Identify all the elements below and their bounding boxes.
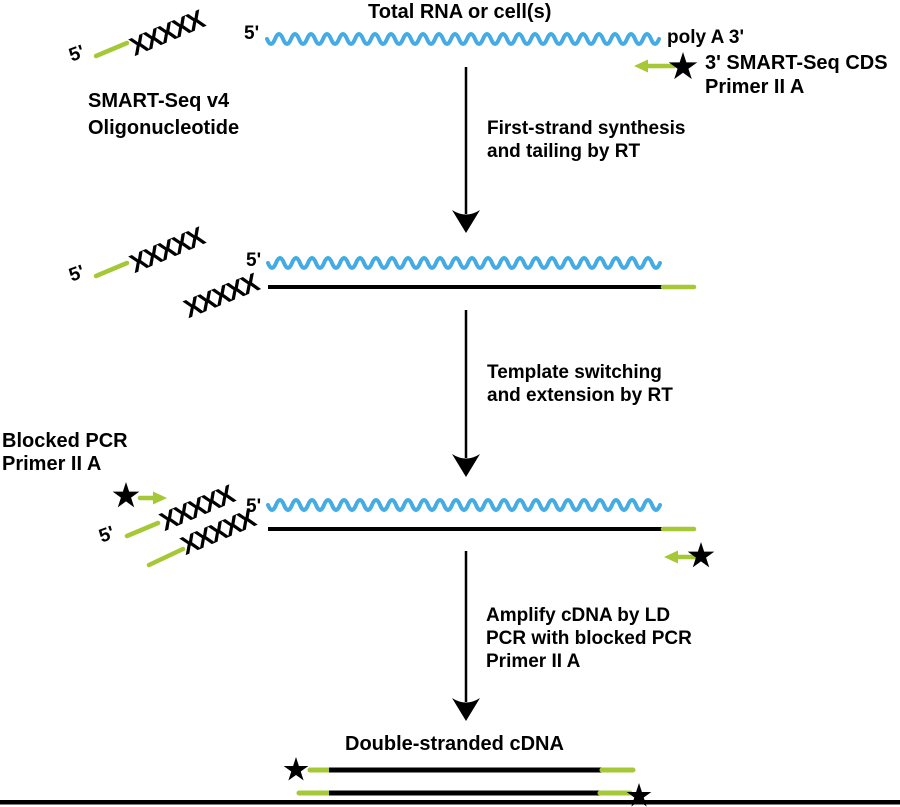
step-label-template-switch: Template switching and extension by RT bbox=[487, 361, 673, 407]
step1-line1: First-strand synthesis bbox=[487, 118, 686, 139]
cds-primer-label-line2: Primer II A bbox=[705, 76, 805, 98]
result-label: Double-stranded cDNA bbox=[345, 733, 564, 755]
total-rna-title: Total RNA or cell(s) bbox=[368, 1, 552, 23]
rna-strand-wave-stage3 bbox=[266, 498, 662, 512]
smart-oligo-label-line2: Oligonucleotide bbox=[88, 117, 240, 139]
down-arrow-step3-icon bbox=[452, 551, 480, 721]
cds-primer-arrow-icon bbox=[634, 59, 677, 73]
smart-oligo-label: SMART-Seq v4 Oligonucleotide bbox=[88, 88, 239, 142]
oligo-green-segment-stage1 bbox=[93, 40, 130, 59]
poly-a-label: poly A 3' bbox=[667, 27, 745, 48]
step2-line1: Template switching bbox=[487, 362, 662, 383]
oligo-green-segment-stage2 bbox=[93, 260, 130, 279]
cds-primer-label: 3' SMART-Seq CDS Primer II A bbox=[705, 51, 888, 99]
step2-line2: and extension by RT bbox=[487, 385, 673, 406]
step3-line1: Amplify cDNA by LD bbox=[486, 605, 671, 626]
rna-strand-wave bbox=[265, 32, 661, 46]
blocked-primer-arrow-icon bbox=[137, 491, 167, 505]
blocked-primer-label: Blocked PCR Primer II A bbox=[2, 430, 128, 476]
step-label-amplify: Amplify cDNA by LD PCR with blocked PCR … bbox=[486, 604, 692, 673]
cds-primer-label-line1: 3' SMART-Seq CDS bbox=[705, 52, 888, 74]
oligo-green-segment-stage3 bbox=[124, 520, 161, 539]
right-primer-arrow-icon bbox=[664, 550, 701, 564]
right-primer-star-icon bbox=[687, 542, 715, 568]
ds-cdna-top-star-icon bbox=[283, 757, 309, 781]
step3-line3: Primer II A bbox=[486, 651, 581, 672]
five-prime-label-stage1: 5' bbox=[244, 23, 260, 44]
rna-strand-wave-stage2 bbox=[266, 256, 662, 270]
blocked-primer-star-icon bbox=[112, 482, 140, 508]
five-prime-label-stage3-rna: 5' bbox=[246, 496, 262, 517]
five-prime-label-stage2: 5' bbox=[246, 250, 262, 271]
smart-oligo-label-line1: SMART-Seq v4 bbox=[88, 90, 230, 112]
cdna-tail-green-segment bbox=[146, 546, 186, 568]
bottom-rule bbox=[0, 800, 900, 805]
blocked-primer-label-line1: Blocked PCR bbox=[2, 430, 128, 452]
down-arrow-step2-icon bbox=[452, 310, 480, 477]
step-label-first-strand: First-strand synthesis and tailing by RT bbox=[487, 117, 686, 163]
step3-line2: PCR with blocked PCR bbox=[486, 628, 692, 649]
blocked-primer-label-line2: Primer II A bbox=[2, 453, 102, 475]
step1-line2: and tailing by RT bbox=[487, 141, 641, 162]
down-arrow-step1-icon bbox=[452, 67, 480, 233]
